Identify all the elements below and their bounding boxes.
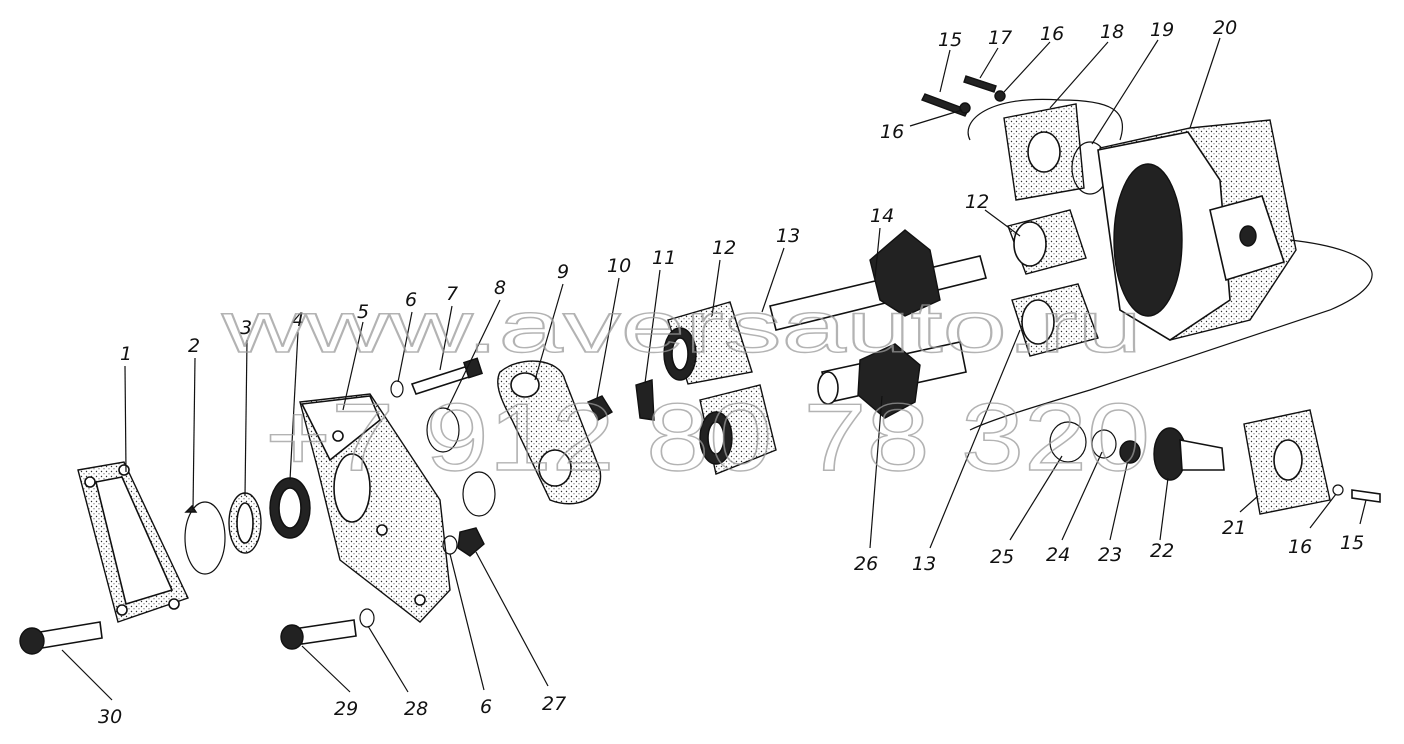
label-4: 4 [292, 309, 304, 331]
part-12-bushing-left [663, 301, 753, 385]
label-13-bottom: 13 [912, 553, 936, 575]
part-27-nut [457, 527, 485, 557]
watermark-site: www.aversauto.ru [220, 288, 1142, 368]
label-30: 30 [98, 706, 122, 728]
part-14-drive-shaft [769, 229, 987, 331]
part-6-washer-top [390, 380, 404, 398]
part-12-bushing-right [1007, 209, 1087, 275]
label-15-top: 15 [938, 29, 962, 51]
callout-curve [969, 239, 1373, 431]
part-9-plate [497, 360, 602, 505]
label-27: 27 [542, 693, 566, 715]
leader-lines [61, 37, 1367, 701]
part-29-bolt [280, 619, 357, 650]
watermark-phone: +7 912 80 78 320 [265, 384, 1150, 491]
label-17: 17 [988, 27, 1012, 49]
label-7: 7 [446, 283, 458, 305]
label-3: 3 [240, 317, 252, 339]
watermark: www.aversauto.ru +7 912 80 78 320 [220, 287, 1151, 491]
label-2: 2 [188, 335, 200, 357]
part-8-o-ring [426, 407, 460, 453]
part-16-washer-2 [994, 90, 1006, 102]
label-19: 19 [1150, 19, 1174, 41]
part-24-ring [1091, 429, 1117, 459]
label-6-bottom: 6 [480, 696, 492, 718]
part-17-bolt [963, 75, 997, 93]
label-9: 9 [557, 261, 569, 283]
part-23-ball [1119, 440, 1141, 464]
part-22-fitting [1153, 427, 1225, 481]
label-10: 10 [607, 255, 631, 277]
part-o-ring-lower [462, 471, 496, 517]
label-11: 11 [652, 247, 676, 269]
label-12-right: 12 [965, 191, 989, 213]
part-13-bushing-left [699, 384, 777, 475]
part-2-snap-ring [184, 501, 226, 575]
label-1: 1 [120, 343, 132, 365]
label-29: 29 [334, 698, 358, 720]
label-28: 28 [404, 698, 428, 720]
part-28-washer [359, 608, 375, 628]
part-5-front-cover [299, 393, 451, 623]
label-8: 8 [494, 277, 506, 299]
part-25-ring [1049, 421, 1087, 463]
part-26-driven-gear [817, 341, 967, 419]
part-15-bolt-right [1351, 489, 1381, 503]
part-15-bolt-top [921, 93, 969, 117]
part-11-key [635, 379, 655, 421]
label-5: 5 [357, 301, 369, 323]
label-18: 18 [1100, 21, 1124, 43]
part-13-bushing-right [1011, 283, 1099, 357]
part-30-bolt [19, 621, 103, 655]
part-20-housing [1097, 119, 1297, 341]
part-labels: 1 2 3 4 5 6 7 8 9 10 11 12 13 14 15 17 1… [98, 17, 1364, 728]
label-26: 26 [854, 553, 878, 575]
part-16-washer-right [1332, 484, 1344, 496]
label-13-top: 13 [776, 225, 800, 247]
label-14: 14 [870, 205, 894, 227]
part-21-flange-plate [1243, 409, 1331, 515]
label-12-left: 12 [712, 237, 736, 259]
label-6-top: 6 [405, 289, 417, 311]
label-16-mid: 16 [880, 121, 904, 143]
label-20: 20 [1213, 17, 1237, 39]
label-16-right: 16 [1288, 536, 1312, 558]
part-16-washer-top [959, 102, 971, 114]
label-22: 22 [1150, 540, 1174, 562]
part-3-washer [228, 492, 262, 554]
label-24: 24 [1046, 544, 1070, 566]
label-23: 23 [1098, 544, 1122, 566]
label-21: 21 [1222, 517, 1246, 539]
label-16-top: 16 [1040, 23, 1064, 45]
part-1-gasket [77, 461, 189, 623]
label-25: 25 [990, 546, 1014, 568]
part-18-flange [967, 98, 1124, 201]
label-15-right: 15 [1340, 532, 1364, 554]
